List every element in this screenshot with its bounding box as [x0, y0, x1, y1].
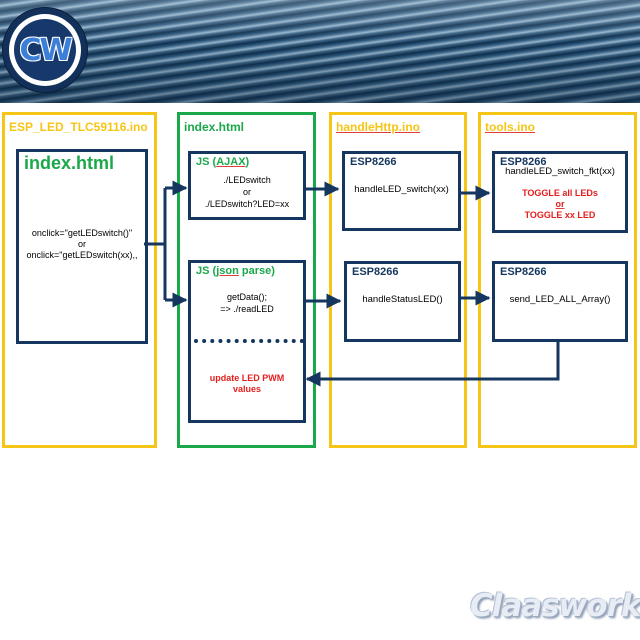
- cw-logo: CW: [3, 8, 87, 92]
- tools-send-box: ESP8266 send_LED_ALL_Array(): [492, 261, 628, 342]
- banner-shade: [0, 0, 640, 103]
- ajax-url-2: ./LEDswitch?LED=xx: [204, 199, 290, 209]
- js-ajax-title-keyword: AJAX: [216, 156, 246, 168]
- column-tools: tools.ino ESP8266 handleLED_switch_fkt(x…: [478, 112, 637, 448]
- onclick-or: or: [77, 239, 86, 249]
- readled-url: => ./readLED: [220, 304, 274, 314]
- send-led-all-array-call: send_LED_ALL_Array(): [509, 294, 611, 305]
- js-ajax-title: JS (AJAX): [196, 156, 249, 168]
- arrow-send-back-to-update: [305, 340, 560, 387]
- onclick-line-2: onclick="getLEDswitch(xx),,: [26, 250, 138, 260]
- http-switch-box: ESP8266 handleLED_switch(xx): [342, 151, 461, 231]
- connector-onclick-trunk: [144, 188, 167, 300]
- http-status-title: ESP8266: [352, 266, 399, 278]
- js-json-title-keyword: json: [216, 265, 239, 277]
- toggle-xx-text: TOGGLE xx LED: [524, 210, 596, 220]
- index-html-source-box: index.html onclick="getLEDswitch()" or o…: [16, 149, 148, 344]
- toggle-or-text: or: [555, 199, 565, 209]
- js-json-parse-box: JS (json parse) getData(); => ./readLED …: [188, 260, 306, 423]
- update-pwm-line-2: values: [232, 384, 262, 394]
- js-json-title: JS (json parse): [196, 265, 275, 277]
- column-index-html-title: index.html: [184, 120, 245, 134]
- column-tools-title: tools.ino: [485, 120, 535, 134]
- column-ino: ESP_LED_TLC59116.ino index.html onclick=…: [2, 112, 157, 448]
- ajax-or: or: [242, 187, 251, 197]
- onclick-line-1: onclick="getLEDswitch()": [31, 228, 133, 238]
- claasworks-watermark: Claasworks: [470, 588, 640, 624]
- http-switch-title: ESP8266: [350, 156, 397, 168]
- getdata-call: getData();: [226, 292, 268, 302]
- handleled-switch-fkt-call: handleLED_switch_fkt(xx): [505, 166, 615, 177]
- js-json-title-suffix: parse): [238, 265, 275, 277]
- index-html-source-title: index.html: [24, 153, 115, 173]
- column-handlehttp: handleHttp.ino ESP8266 handleLED_switch(…: [329, 112, 467, 448]
- js-json-title-prefix: JS (: [196, 265, 217, 277]
- logo-core: CW: [14, 19, 76, 81]
- column-handlehttp-title: handleHttp.ino: [336, 120, 420, 134]
- handleled-switch-call: handleLED_switch(xx): [354, 184, 449, 195]
- header-banner: CW: [0, 0, 640, 103]
- logo-ring: CW: [9, 14, 81, 86]
- dotted-separator: [194, 339, 304, 343]
- tools-switch-box: ESP8266 handleLED_switch_fkt(xx) TOGGLE …: [492, 151, 628, 233]
- js-ajax-title-prefix: JS (: [196, 156, 217, 168]
- ajax-url-1: ./LEDswitch: [223, 175, 271, 185]
- http-status-box: ESP8266 handleStatusLED(): [344, 261, 461, 342]
- column-ino-title: ESP_LED_TLC59116.ino: [9, 120, 148, 134]
- js-ajax-title-suffix: ): [245, 156, 250, 168]
- logo-initials: CW: [19, 32, 72, 68]
- tools-send-title: ESP8266: [500, 266, 547, 278]
- js-ajax-box: JS (AJAX) ./LEDswitch or ./LEDswitch?LED…: [188, 151, 306, 220]
- handlestatusled-call: handleStatusLED(): [362, 294, 443, 305]
- tools-switch-title: ESP8266: [500, 156, 547, 168]
- toggle-all-text: TOGGLE all LEDs: [522, 188, 598, 198]
- update-pwm-line-1: update LED PWM: [209, 373, 285, 383]
- column-index-html: index.html JS (AJAX) ./LEDswitch or ./LE…: [177, 112, 316, 448]
